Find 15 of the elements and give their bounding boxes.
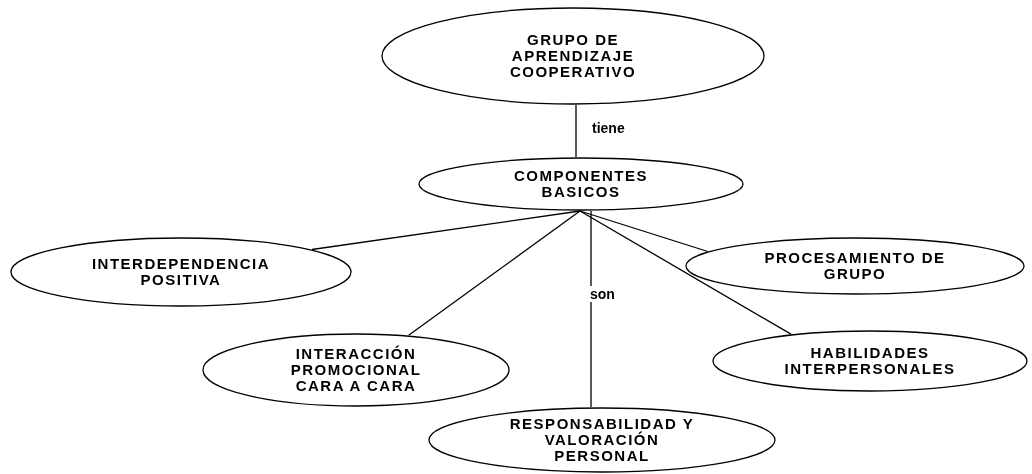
connector-line [575,104,577,158]
connector-line [590,210,592,408]
concept-text: PROCESAMIENTO DE GRUPO [763,250,947,282]
connector-line [579,210,792,335]
concept-text: INTERACCIÓN PROMOCIONAL CARA A CARA [289,346,423,394]
edge-label: son [588,286,617,302]
concept-text: RESPONSABILIDAD Y VALORACIÓN PERSONAL [508,416,696,464]
connector-line [408,210,581,336]
concept-text: INTERDEPENDENCIA POSITIVA [90,256,272,288]
concept-text: HABILIDADES INTERPERSONALES [783,345,957,377]
concept-text: COMPONENTES BASICOS [513,168,649,200]
concept-text: GRUPO DE APRENDIZAJE COOPERATIVO [508,32,638,80]
connector-line [579,210,709,253]
edge-label: tiene [590,120,627,136]
connector-line [311,210,581,251]
